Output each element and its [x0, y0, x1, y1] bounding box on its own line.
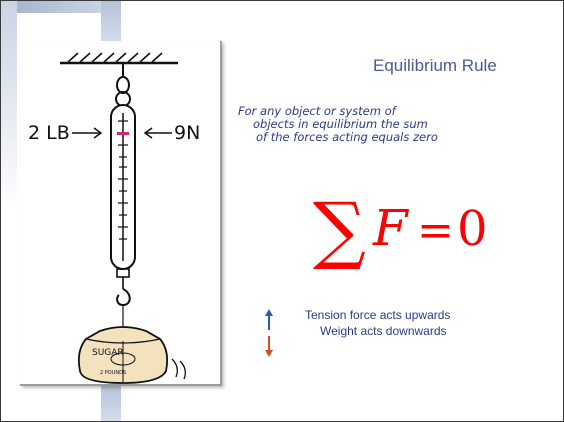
spring-scale-illustration: 2 LB 9N SUGAR 2 POUNDS	[20, 41, 222, 386]
decor-top-tab	[101, 1, 121, 41]
motion-mark	[171, 358, 178, 378]
arrow-up-icon	[265, 309, 273, 330]
formula-force: F	[372, 199, 410, 257]
hook	[116, 288, 131, 307]
tension-force-label: Tension force acts upwards	[305, 308, 451, 322]
decor-bottom-tab	[101, 384, 121, 421]
ceiling-hatching	[67, 52, 163, 63]
motion-mark-2	[179, 360, 186, 380]
spring-scale-drawing: 2 LB 9N SUGAR 2 POUNDS	[28, 52, 200, 384]
formula-equals: =	[417, 205, 454, 256]
hanger-ring-2	[115, 91, 131, 107]
left-pointer-head	[93, 127, 103, 139]
weight-force-label: Weight acts downwards	[320, 324, 447, 338]
right-reading: 9N	[174, 122, 200, 144]
arrow-down-icon	[265, 336, 273, 357]
bag-label: SUGAR	[92, 348, 124, 358]
sigma-symbol: ∑	[313, 187, 366, 269]
decor-top-bar	[1, 1, 101, 13]
description-line-1: For any object or system of	[238, 104, 396, 118]
scale-bottom-cap	[116, 268, 130, 278]
sum-of-forces-formula: ∑ F = 0	[313, 187, 488, 269]
bag-emblem	[110, 352, 136, 366]
decor-left-strip	[1, 1, 17, 211]
slide-title: Equilibrium Rule	[373, 56, 497, 75]
formula-zero: 0	[457, 201, 488, 257]
equilibrium-description: For any object or system of objects in e…	[238, 105, 538, 144]
hanger-ring	[116, 76, 130, 94]
left-reading: 2 LB	[28, 122, 70, 144]
right-pointer-head	[143, 127, 153, 139]
description-line-2: objects in equilibrium the sum	[253, 117, 428, 131]
bag-sublabel: 2 POUNDS	[100, 370, 126, 376]
description-line-3: of the forces acting equals zero	[256, 130, 438, 144]
scale-ticks	[118, 120, 128, 240]
scale-indicator-marker	[117, 132, 129, 135]
